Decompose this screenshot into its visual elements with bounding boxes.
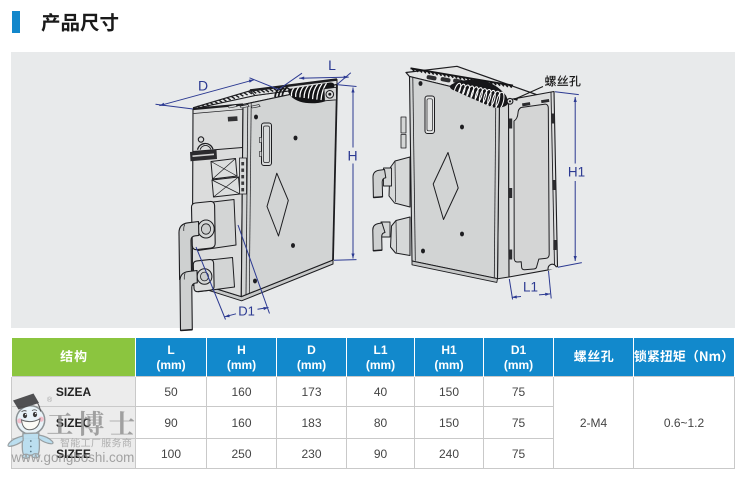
svg-text:D: D [198, 78, 208, 94]
svg-text:L: L [328, 57, 336, 73]
svg-text:H: H [347, 148, 357, 164]
svg-text:D1: D1 [238, 304, 255, 319]
svg-text:H1: H1 [568, 165, 585, 180]
svg-text:L1: L1 [523, 280, 538, 295]
svg-text:www.gongboshi.com: www.gongboshi.com [11, 450, 135, 465]
svg-text:®: ® [47, 396, 53, 404]
